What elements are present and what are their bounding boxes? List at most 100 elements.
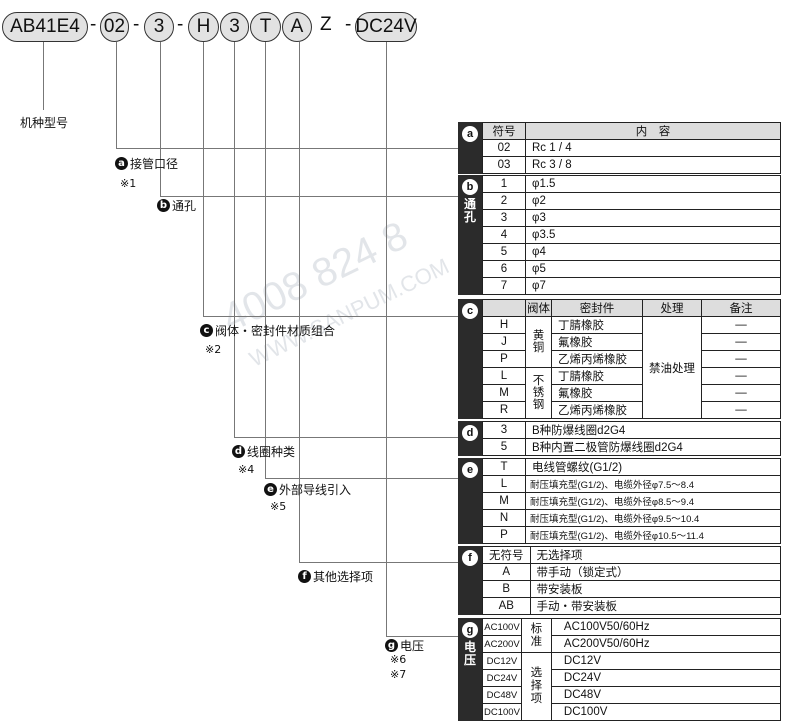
label-text: 外部导线引入 bbox=[279, 483, 352, 497]
table-cell bbox=[482, 299, 526, 317]
connector-line bbox=[265, 478, 458, 479]
table-cell: 耐压填充型(G1/2)、电缆外径φ9.5～10.4 bbox=[525, 509, 781, 527]
table-cell: AC200V bbox=[482, 635, 522, 653]
letter-b-icon: b bbox=[462, 179, 478, 195]
table-cell: T bbox=[482, 458, 526, 476]
table-cell: J bbox=[482, 333, 526, 351]
letter-c-icon: c bbox=[200, 324, 213, 337]
connector-line bbox=[299, 562, 458, 563]
group-band: e bbox=[458, 458, 482, 544]
table-cell: 02 bbox=[482, 139, 526, 157]
letter-f-icon: f bbox=[462, 550, 478, 566]
group-band: f bbox=[458, 546, 482, 615]
connector-line bbox=[160, 42, 161, 196]
table-cell: N bbox=[482, 509, 526, 527]
table-cell: 氟橡胶 bbox=[551, 384, 643, 402]
label-text: 电压 bbox=[400, 639, 425, 653]
group-band: c bbox=[458, 299, 482, 419]
letter-a-icon: a bbox=[115, 157, 128, 170]
table-cell: 3 bbox=[482, 209, 526, 227]
table-cell: 乙烯丙烯橡胶 bbox=[551, 401, 643, 419]
table-cell: φ3 bbox=[525, 209, 781, 227]
table-cell: — bbox=[701, 333, 781, 351]
table-cell: 5 bbox=[482, 243, 526, 261]
table-row: 无符号无选择项 bbox=[482, 546, 781, 564]
label-text: 通孔 bbox=[172, 199, 197, 213]
table-cell: φ4 bbox=[525, 243, 781, 261]
table-cell: 阀体 bbox=[525, 299, 552, 317]
table-cell: — bbox=[701, 401, 781, 419]
table-cell: 密封件 bbox=[551, 299, 643, 317]
table-cell: 内 容 bbox=[525, 122, 781, 140]
table-cell: B bbox=[482, 580, 531, 598]
model-code-voltage: DC24V bbox=[355, 12, 417, 42]
connector-line bbox=[203, 316, 458, 317]
label-model-type: 机种型号 bbox=[20, 116, 69, 130]
table-cell: 无符号 bbox=[482, 546, 531, 564]
connector-line bbox=[386, 636, 458, 637]
label-text: 阀体・密封件材质组合 bbox=[215, 324, 336, 338]
group-band: d bbox=[458, 421, 482, 456]
table-cell: φ7 bbox=[525, 277, 781, 295]
table-cell: P bbox=[482, 350, 526, 368]
table-cell: — bbox=[701, 316, 781, 334]
note-6: ※6 bbox=[390, 653, 407, 666]
table-cell: φ3.5 bbox=[525, 226, 781, 244]
table-cell: 标准 bbox=[520, 618, 552, 653]
table-cell: DC12V bbox=[550, 652, 782, 670]
table-cell: 耐压填充型(G1/2)、电缆外径φ8.5～9.4 bbox=[525, 492, 781, 510]
table-cell: DC100V bbox=[550, 703, 782, 721]
table-cell: 1 bbox=[482, 175, 526, 193]
table-cell: Rc 1 / 4 bbox=[525, 139, 781, 157]
table-header: 符号内 容 bbox=[482, 122, 781, 140]
table-cell: — bbox=[701, 384, 781, 402]
table-cell: DC48V bbox=[550, 686, 782, 704]
table-cell: DC48V bbox=[482, 686, 522, 704]
table-cell: H bbox=[482, 316, 526, 334]
connector-line bbox=[203, 42, 204, 316]
table-cell: DC12V bbox=[482, 652, 522, 670]
connector-line bbox=[160, 196, 458, 197]
letter-e-icon: e bbox=[264, 483, 277, 496]
letter-a-icon: a bbox=[462, 126, 478, 142]
table-cell: A bbox=[482, 563, 531, 581]
table-cell: B种防爆线圈d2G4 bbox=[525, 421, 781, 439]
table-cell: P bbox=[482, 526, 526, 544]
model-code-orifice: 3 bbox=[144, 12, 174, 42]
table-cell: B种内置二极管防爆线圈d2G4 bbox=[525, 438, 781, 456]
table-cell: Rc 3 / 8 bbox=[525, 156, 781, 174]
letter-b-icon: b bbox=[157, 199, 170, 212]
letter-g-icon: g bbox=[385, 639, 398, 652]
model-code-lead: T bbox=[250, 12, 281, 42]
table-cell: 4 bbox=[482, 226, 526, 244]
table-cell: — bbox=[701, 350, 781, 368]
connector-line bbox=[43, 42, 44, 110]
table-cell: 带安装板 bbox=[529, 580, 781, 598]
